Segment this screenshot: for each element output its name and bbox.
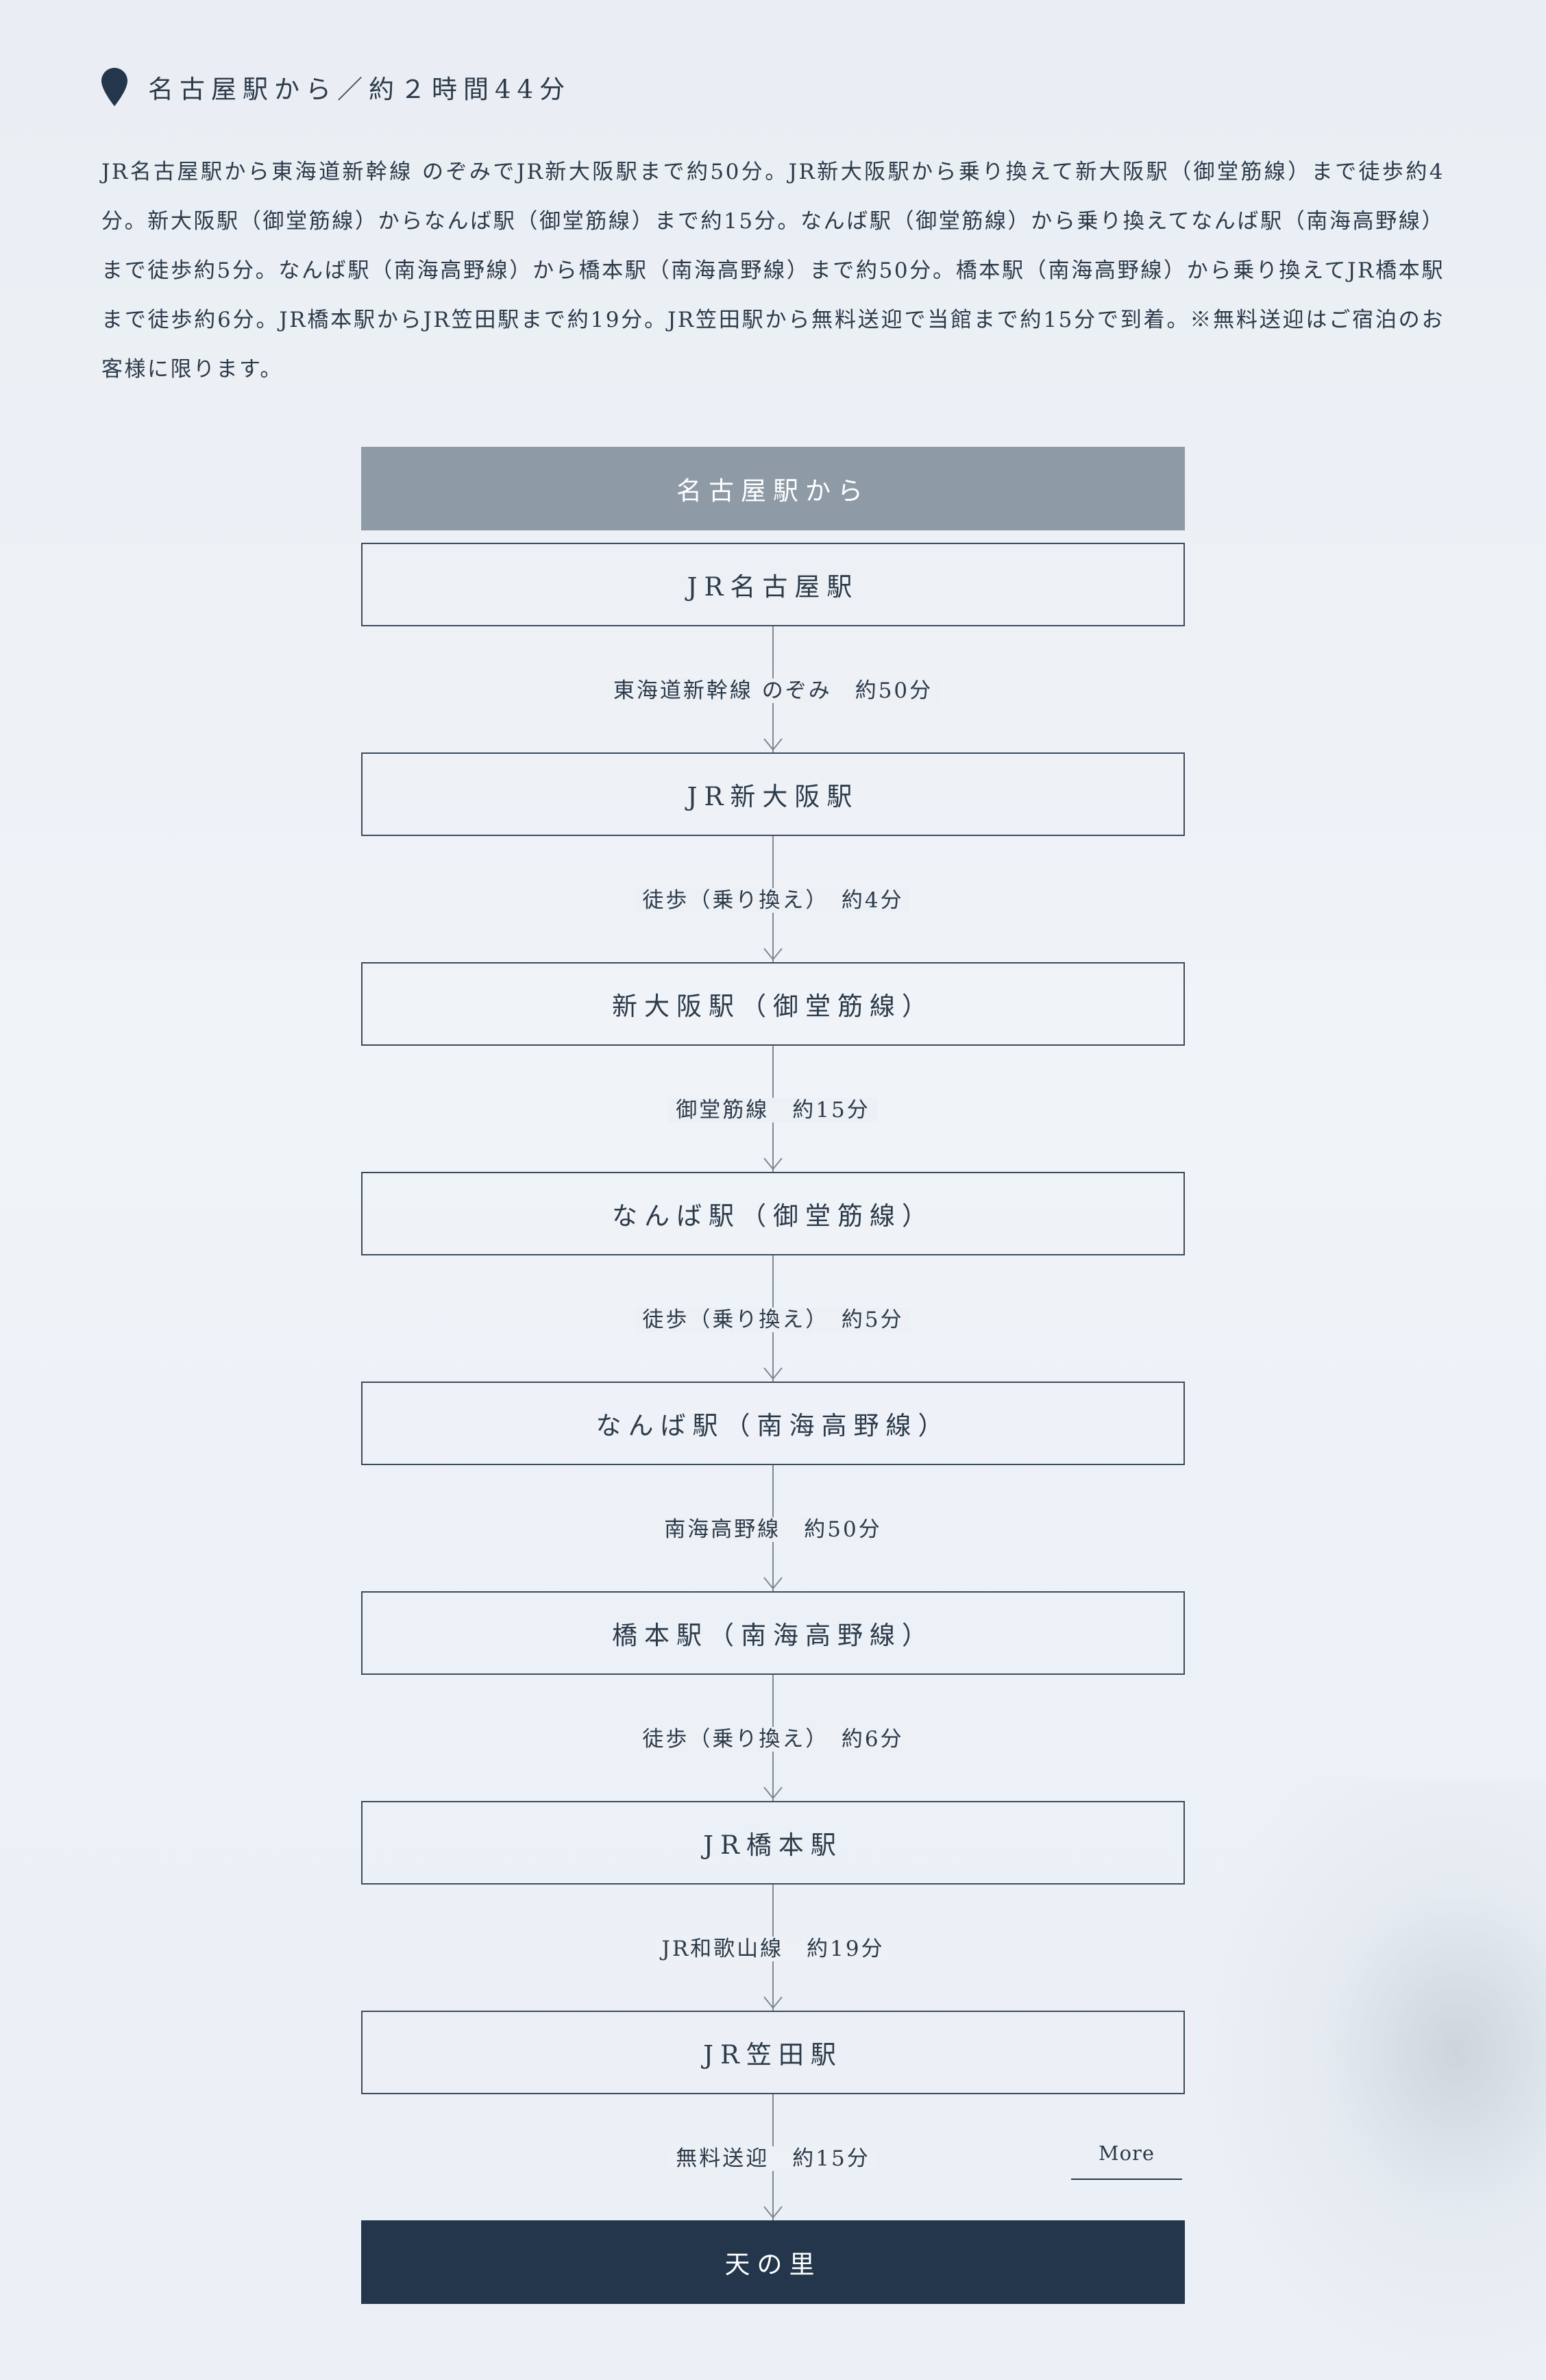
arrow-down-icon (763, 1787, 783, 1800)
route-segment: 徒歩（乗り換え） 約4分 (361, 836, 1185, 962)
route-origin-header: 名古屋駅から (361, 447, 1185, 530)
route-segment: 東海道新幹線 のぞみ 約50分 (361, 626, 1185, 752)
route-segment: 徒歩（乗り換え） 約5分 (361, 1255, 1185, 1382)
page-title: 名古屋駅から／約２時間44分 (148, 75, 572, 104)
route-segment: 御堂筋線 約15分 (361, 1046, 1185, 1172)
segment-label: JR和歌山線 約19分 (361, 1931, 1185, 1962)
route-segment: 徒歩（乗り換え） 約6分 (361, 1675, 1185, 1801)
arrow-down-icon (763, 1577, 783, 1590)
segment-label: 徒歩（乗り換え） 約4分 (361, 883, 1185, 913)
segment-label: 御堂筋線 約15分 (361, 1092, 1185, 1123)
route-segment: JR和歌山線 約19分 (361, 1885, 1185, 2011)
station-box: JR笠田駅 (361, 2011, 1185, 2094)
segment-label: 徒歩（乗り換え） 約5分 (361, 1302, 1185, 1333)
route-flowchart: 名古屋駅から JR名古屋駅 東海道新幹線 のぞみ 約50分 JR新大阪駅 徒歩（… (361, 447, 1185, 2304)
arrow-down-icon (763, 948, 783, 961)
arrow-down-icon (763, 2206, 783, 2219)
segment-label: 南海高野線 約50分 (361, 1512, 1185, 1543)
station-box: JR新大阪駅 (361, 752, 1185, 836)
segment-label: 徒歩（乗り換え） 約6分 (361, 1721, 1185, 1752)
map-pin-icon (101, 68, 127, 106)
station-box: 新大阪駅（御堂筋線） (361, 962, 1185, 1046)
route-segment: 無料送迎 約15分 (361, 2094, 1185, 2220)
segment-label: 無料送迎 約15分 (361, 2141, 1185, 2172)
route-description: JR名古屋駅から東海道新幹線 のぞみでJR新大阪駅まで約50分。JR新大阪駅から… (101, 160, 1445, 382)
more-link[interactable]: More (1071, 2142, 1182, 2180)
background-shadow (1190, 1782, 1546, 2380)
station-box: 橋本駅（南海高野線） (361, 1591, 1185, 1675)
station-box: JR名古屋駅 (361, 543, 1185, 626)
arrow-down-icon (763, 1367, 783, 1380)
page-header: 名古屋駅から／約２時間44分 (101, 63, 571, 111)
segment-label: 東海道新幹線 のぞみ 約50分 (361, 673, 1185, 704)
station-box: なんば駅（御堂筋線） (361, 1172, 1185, 1255)
arrow-down-icon (763, 738, 783, 751)
arrow-down-icon (763, 1157, 783, 1170)
route-segment: 南海高野線 約50分 (361, 1465, 1185, 1591)
route-destination: 天の里 (361, 2220, 1185, 2304)
station-box: なんば駅（南海高野線） (361, 1382, 1185, 1465)
arrow-down-icon (763, 1996, 783, 2009)
station-box: JR橋本駅 (361, 1801, 1185, 1885)
